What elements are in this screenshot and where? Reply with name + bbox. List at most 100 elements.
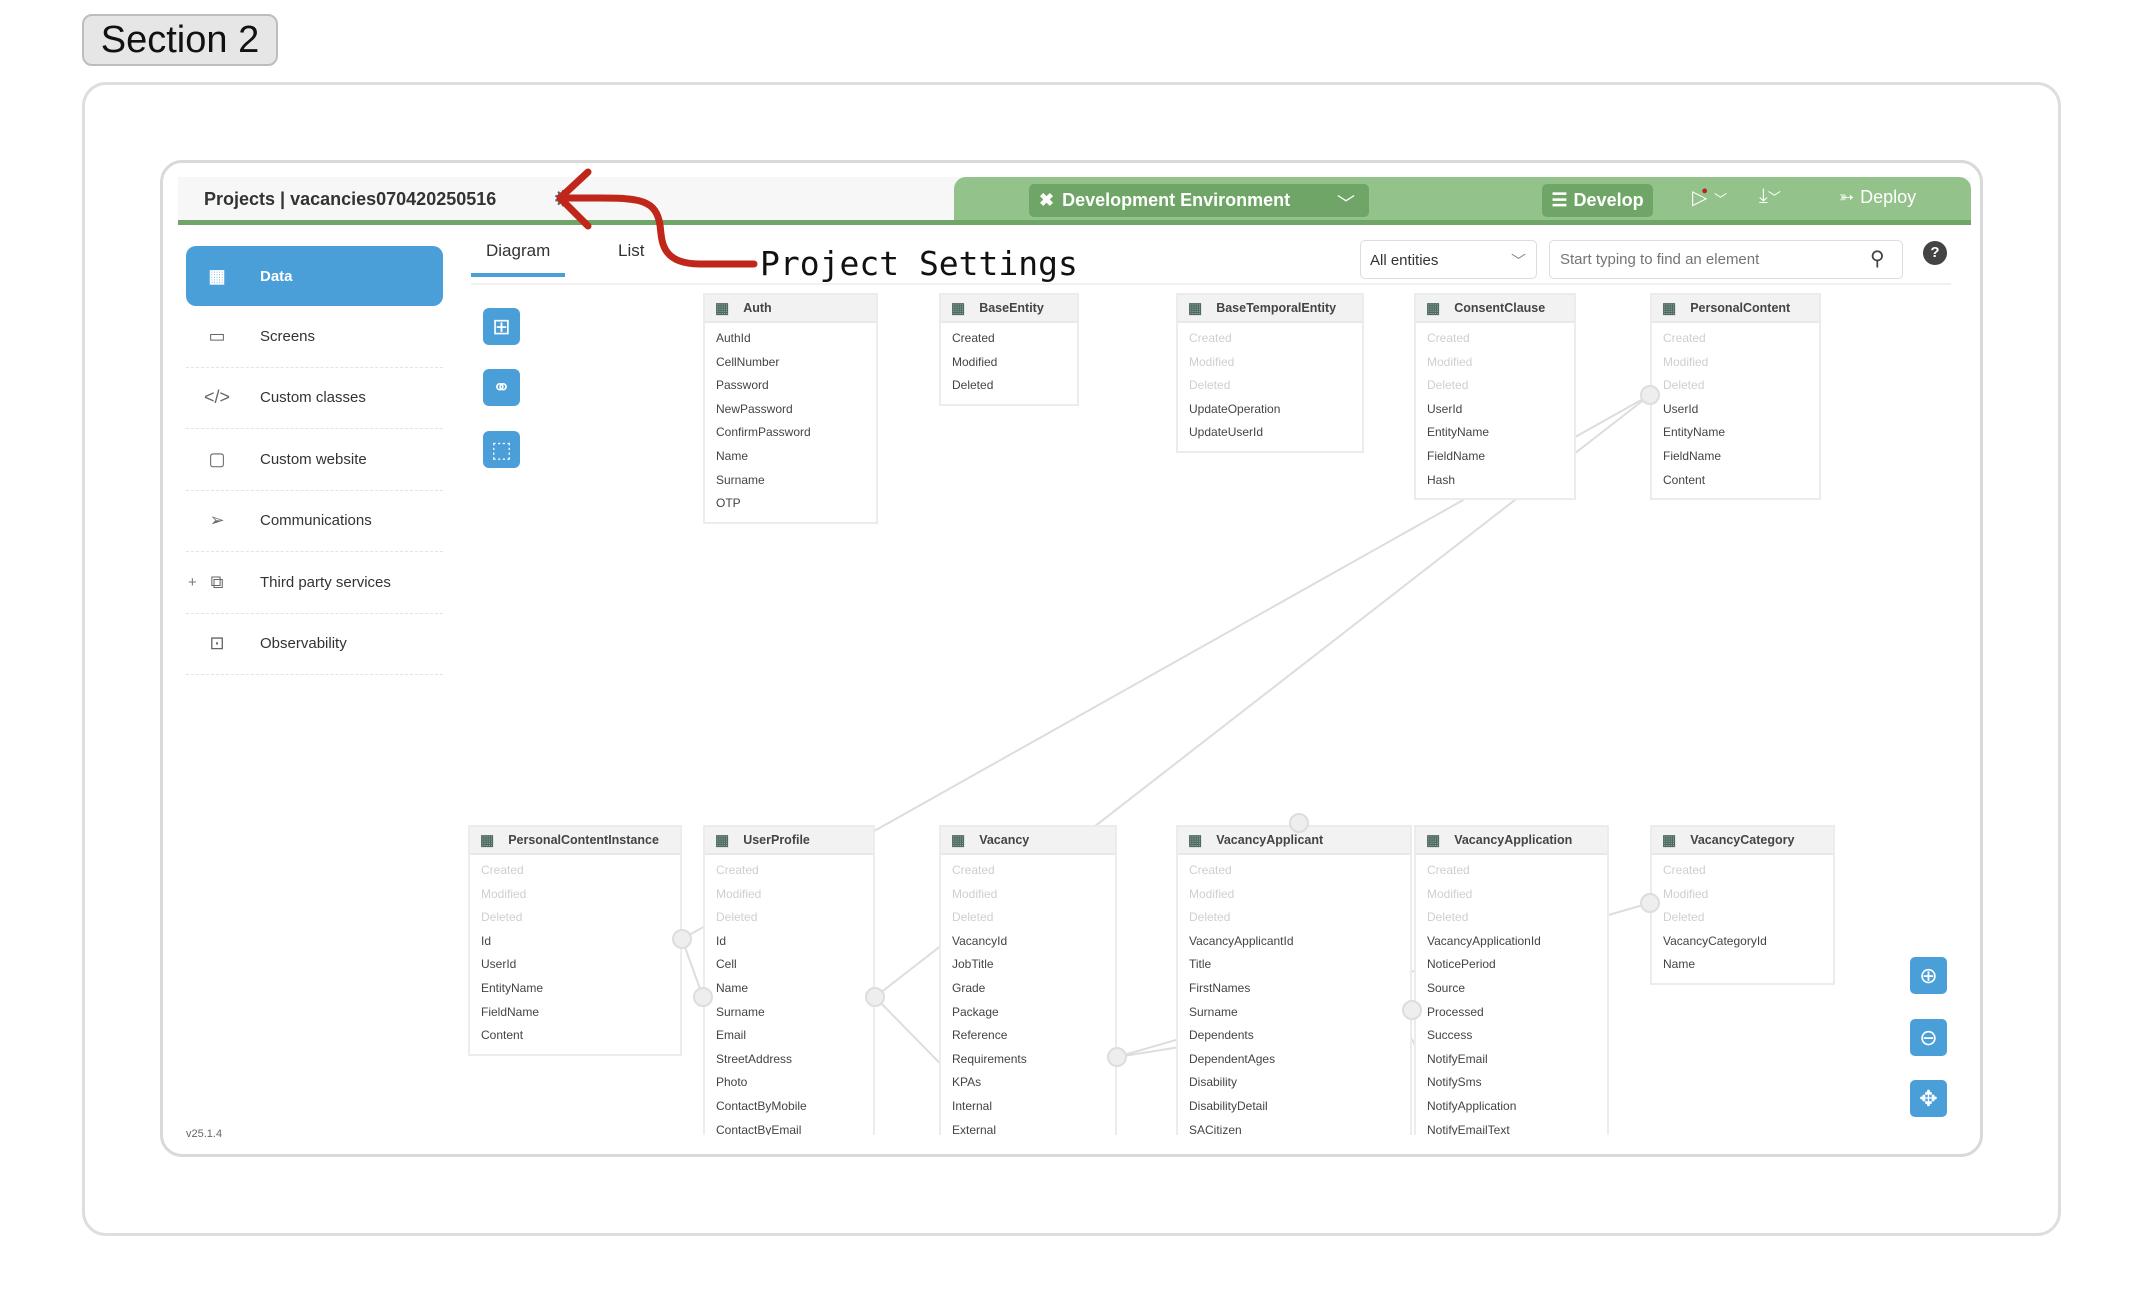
sidebar-item-observability[interactable]: ⊡Observability	[186, 614, 443, 675]
entity-field[interactable]: UserId	[481, 957, 517, 972]
entity-field[interactable]: Photo	[716, 1075, 748, 1090]
entity-field[interactable]: Disability	[1189, 1075, 1238, 1090]
entity-field[interactable]: StreetAddress	[716, 1051, 793, 1066]
entity-field[interactable]: FirstNames	[1189, 980, 1251, 995]
entity-field[interactable]: Cell	[716, 957, 737, 972]
download-icon[interactable]: ⤓﹀	[1759, 185, 1781, 207]
entity-field[interactable]: Id	[716, 933, 727, 948]
entity-field[interactable]: EntityName	[1427, 425, 1490, 440]
entity-field[interactable]: Deleted	[1189, 378, 1231, 393]
entity-field[interactable]: Created	[952, 863, 995, 877]
entity-field[interactable]: Surname	[1189, 1004, 1238, 1019]
entity-field[interactable]: VacancyCategoryId	[1663, 933, 1767, 948]
entity-field[interactable]: Hash	[1427, 472, 1456, 487]
entity-filter-dropdown[interactable]: All entities﹀	[1360, 240, 1537, 279]
entity-field[interactable]: NoticePeriod	[1427, 957, 1496, 972]
entity-field[interactable]: FieldName	[1663, 448, 1722, 463]
entity-header[interactable]: ▦PersonalContentInstance	[470, 827, 680, 855]
entity-field[interactable]: Modified	[1189, 886, 1235, 901]
tab-list[interactable]: List	[618, 241, 645, 260]
entity-field[interactable]: Modified	[481, 886, 527, 901]
entity-field[interactable]: Package	[952, 1004, 999, 1019]
relation-node[interactable]	[865, 987, 885, 1007]
relation-node[interactable]	[693, 987, 713, 1007]
entity-field[interactable]: FieldName	[1427, 448, 1486, 463]
entity-field[interactable]: Created	[1663, 863, 1706, 877]
entity-field[interactable]: Deleted	[952, 910, 994, 925]
entity-field[interactable]: Internal	[952, 1098, 993, 1113]
entity-header[interactable]: ▦BaseTemporalEntity	[1178, 295, 1362, 323]
entity-field[interactable]: Grade	[952, 980, 986, 995]
entity-field[interactable]: Created	[1189, 331, 1232, 345]
entity-field[interactable]: UserId	[1427, 401, 1463, 416]
sidebar-item-third-party-services[interactable]: +⧉Third party services	[186, 552, 443, 614]
entity-field[interactable]: Modified	[1663, 354, 1709, 369]
entity-field[interactable]: KPAs	[952, 1075, 982, 1090]
entity-field[interactable]: Modified	[952, 354, 998, 369]
entity-field[interactable]: Reference	[952, 1028, 1008, 1043]
relation-node[interactable]	[1402, 1000, 1422, 1020]
add-relation-icon[interactable]: ⚭	[483, 369, 520, 406]
entity-field[interactable]: OTP	[716, 496, 741, 511]
develop-button[interactable]: ☰Develop	[1542, 184, 1653, 217]
entity-field[interactable]: Created	[1427, 863, 1470, 877]
entity-field[interactable]: UserId	[1663, 401, 1699, 416]
entity-field[interactable]: UpdateUserId	[1189, 425, 1264, 440]
entity-field[interactable]: Name	[716, 448, 749, 463]
entity-field[interactable]: Surname	[716, 472, 765, 487]
relation-node[interactable]	[1640, 893, 1660, 913]
entity-field[interactable]: VacancyApplicantId	[1189, 933, 1294, 948]
entity-field[interactable]: NotifyApplication	[1427, 1098, 1517, 1113]
entity-field[interactable]: EntityName	[481, 980, 544, 995]
entity-header[interactable]: ▦Vacancy	[941, 827, 1115, 855]
entity-field[interactable]: Requirements	[952, 1051, 1027, 1066]
entity-field[interactable]: Content	[1663, 472, 1706, 487]
entity-field[interactable]: Dependents	[1189, 1028, 1254, 1043]
entity-field[interactable]: Created	[716, 863, 759, 877]
entity-field[interactable]: VacancyApplicationId	[1427, 933, 1541, 948]
entity-field[interactable]: Title	[1189, 957, 1212, 972]
entity-field[interactable]: Modified	[952, 886, 998, 901]
fit-to-screen-icon[interactable]: ✥	[1910, 1080, 1947, 1117]
run-icon[interactable]: ▷●﹀	[1692, 185, 1728, 209]
entity-field[interactable]: SACitizen	[1189, 1122, 1242, 1135]
entity-field[interactable]: Created	[1663, 331, 1706, 345]
entity-field[interactable]: DependentAges	[1189, 1051, 1276, 1066]
sidebar-item-data[interactable]: ▦Data	[186, 246, 443, 306]
entity-field[interactable]: Created	[952, 331, 995, 345]
entity-field[interactable]: Deleted	[716, 910, 758, 925]
entity-header[interactable]: ▦PersonalContent	[1652, 295, 1819, 323]
entity-field[interactable]: Processed	[1427, 1004, 1484, 1019]
entity-field[interactable]: NotifySms	[1427, 1075, 1482, 1090]
entity-field[interactable]: Deleted	[481, 910, 523, 925]
entity-field[interactable]: NotifyEmailText	[1427, 1122, 1510, 1135]
entity-field[interactable]: Created	[481, 863, 524, 877]
add-entity-icon[interactable]: ⊞	[483, 308, 520, 345]
entity-field[interactable]: Password	[716, 378, 769, 393]
relation-node[interactable]	[1640, 385, 1660, 405]
search-input[interactable]	[1549, 240, 1903, 279]
entity-field[interactable]: Modified	[716, 886, 762, 901]
entity-field[interactable]: CellNumber	[716, 354, 780, 369]
entity-field[interactable]: Modified	[1189, 354, 1235, 369]
relation-node[interactable]	[672, 929, 692, 949]
search-icon[interactable]: ⚲	[1870, 248, 1885, 270]
entity-field[interactable]: Created	[1189, 863, 1232, 877]
entity-field[interactable]: External	[952, 1122, 997, 1135]
entity-header[interactable]: ▦BaseEntity	[941, 295, 1077, 323]
entity-field[interactable]: Name	[1663, 957, 1696, 972]
entity-field[interactable]: Deleted	[1663, 910, 1705, 925]
deploy-button[interactable]: ➳Deploy	[1839, 187, 1916, 208]
entity-field[interactable]: Deleted	[1189, 910, 1231, 925]
entity-field[interactable]: Content	[481, 1028, 524, 1043]
